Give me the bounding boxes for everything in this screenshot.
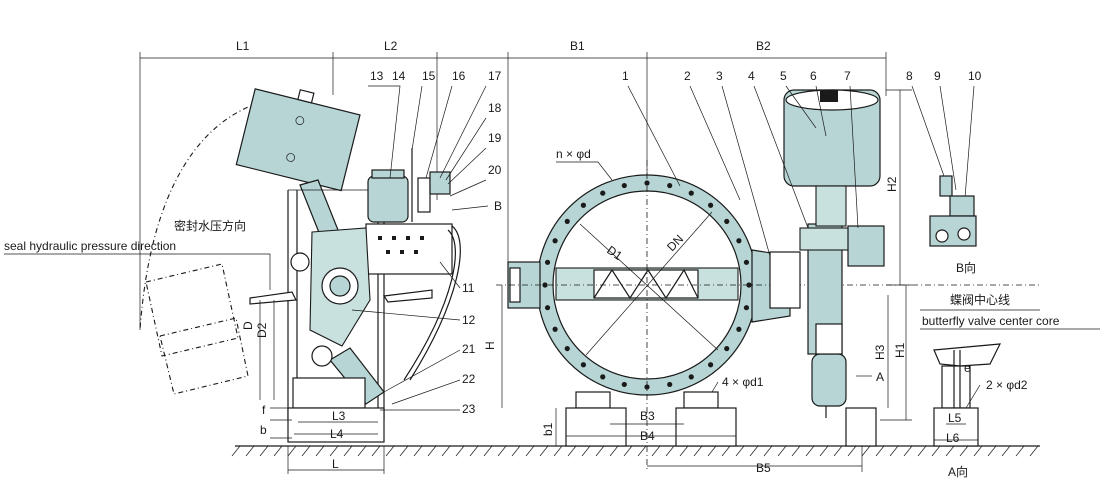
flange-bolt [667, 182, 673, 189]
part-23: 23 [462, 402, 476, 416]
flange-bolt [580, 362, 587, 368]
flange-bolt [564, 345, 570, 352]
counterweight [235, 88, 361, 192]
seal-label-cn: 密封水压方向 [174, 218, 246, 233]
flange-bolt [707, 202, 714, 208]
dim-nxphid: n × φd [556, 147, 591, 161]
part-21: 21 [462, 342, 476, 356]
seal-label-en: seal hydraulic pressure direction [4, 239, 176, 253]
part-18: 18 [488, 101, 502, 115]
flange-bolt [544, 259, 551, 265]
center-label-en: butterfly valve center core [922, 314, 1060, 328]
part-9: 9 [934, 69, 941, 83]
ground-line [231, 445, 1040, 457]
part-7: 7 [844, 69, 851, 83]
side-view [139, 88, 461, 443]
lower-cylinder-front [811, 353, 847, 407]
part-15: 15 [422, 69, 436, 83]
dim-H1: H1 [893, 342, 907, 358]
dim-L6: L6 [946, 431, 960, 445]
dim-L: L [332, 457, 339, 471]
flange-bolt [724, 345, 730, 352]
flange-bolt [621, 381, 627, 388]
center-label-cn: 蝶阀中心线 [950, 292, 1010, 307]
view-a: 蝶阀中心线 butterfly valve center core e 2 × … [920, 292, 1100, 479]
flange-bolt [743, 305, 750, 311]
dim-H: H [483, 341, 497, 350]
dim-D2: D2 [255, 322, 269, 338]
dim-B1: B1 [570, 39, 585, 53]
flange-bolt [667, 381, 673, 388]
flange-bolt [736, 238, 742, 244]
flange-bolt [621, 182, 627, 189]
dim-B2: B2 [756, 39, 771, 53]
dim-L5: L5 [948, 411, 962, 425]
part-3: 3 [716, 69, 723, 83]
flange-bolt [743, 259, 750, 265]
part-13: 13 [370, 69, 384, 83]
part-4: 4 [748, 69, 755, 83]
part-6: 6 [810, 69, 817, 83]
flange-bolt [736, 326, 742, 332]
part-1: 1 [622, 69, 629, 83]
flange-bolts [542, 180, 752, 390]
dim-b: b [260, 423, 267, 437]
swing-arc [139, 96, 283, 331]
part-12: 12 [462, 313, 476, 327]
dim-f: f [262, 403, 266, 417]
part-8: 8 [906, 69, 913, 83]
view-b-label: B向 [956, 260, 976, 275]
view-b: 8 9 10 B向 [906, 69, 982, 275]
dim-L4: L4 [330, 427, 344, 441]
part-19: 19 [488, 131, 502, 145]
part-5: 5 [780, 69, 787, 83]
dim-e: e [964, 361, 971, 375]
part-16: 16 [452, 69, 466, 83]
part-22: 22 [462, 372, 476, 386]
dim-H3: H3 [873, 344, 887, 360]
dim-twoxphid2: 2 × φd2 [986, 378, 1028, 392]
accumulator [367, 175, 409, 223]
dim-L3: L3 [332, 409, 346, 423]
part-17: 17 [488, 69, 502, 83]
part-20: 20 [488, 163, 502, 177]
flange-bolt [564, 218, 570, 225]
flange-bolt [552, 326, 558, 332]
flange-bolt [707, 362, 714, 368]
arrow-label-A: A [876, 370, 884, 384]
front-view [496, 89, 1040, 470]
front-view-labels: n × φd D1 DN 4 × φd1 H b1 B3 B4 B5 H2 H3… [483, 69, 912, 475]
dim-H2: H2 [885, 176, 899, 192]
side-view-labels: 密封水压方向 seal hydraulic pressure direction… [4, 69, 502, 474]
view-a-label: A向 [948, 464, 968, 479]
flange-bolt [580, 202, 587, 208]
dim-fourxphid1: 4 × φd1 [722, 375, 764, 389]
top-dimensions: L1 L2 B1 B2 [139, 39, 887, 330]
part-2: 2 [684, 69, 691, 83]
flange-bolt [688, 374, 694, 380]
arrow-label-B: B [494, 199, 502, 213]
dim-B4: B4 [640, 429, 655, 443]
control-box [365, 223, 453, 275]
part-14: 14 [392, 69, 406, 83]
dim-L2: L2 [384, 39, 398, 53]
flange-bolt [552, 238, 558, 244]
flange-bolt [600, 374, 606, 380]
flange-bolt [724, 218, 730, 225]
dim-D: D [241, 321, 255, 330]
flange-bolt [544, 305, 551, 311]
flange-bolt [688, 190, 694, 196]
dim-B3: B3 [640, 409, 655, 423]
alt-counterweight [145, 263, 249, 395]
dim-B5: B5 [756, 461, 771, 475]
part-10: 10 [968, 69, 982, 83]
flange-bolt [600, 190, 606, 196]
part-11: 11 [462, 281, 475, 295]
dim-b1: b1 [541, 422, 555, 436]
dim-L1: L1 [236, 39, 250, 53]
